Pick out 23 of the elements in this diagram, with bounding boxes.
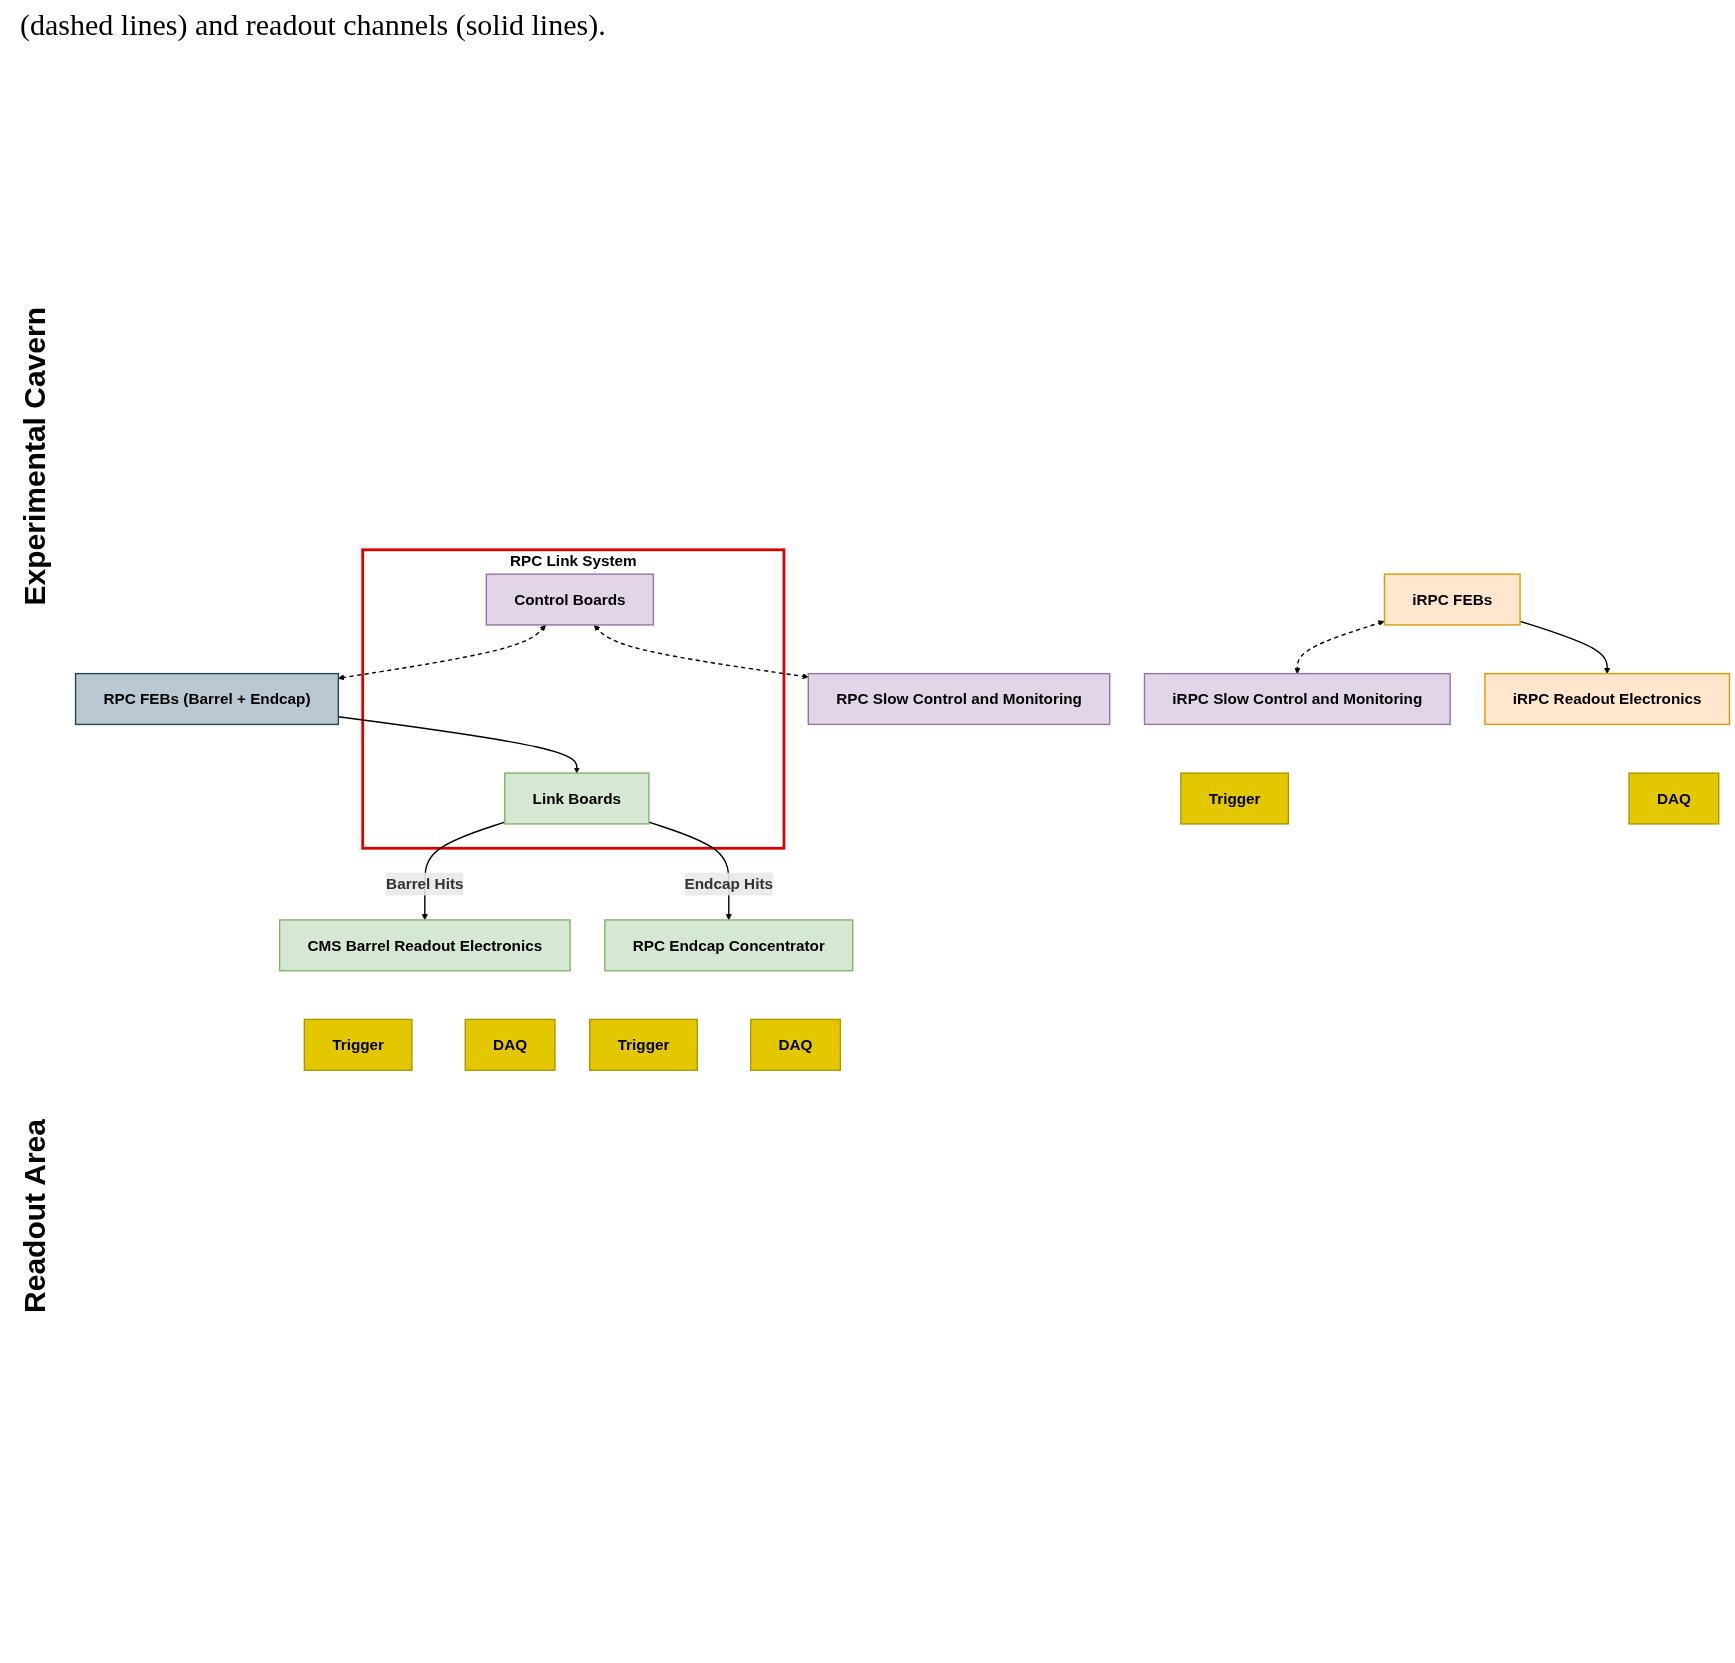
caption: (dashed lines) and readout channels (solid lines). [19, 7, 607, 43]
node-box: iRPC FEBs [1383, 573, 1521, 626]
node-box: iRPC Readout Electronics [1484, 672, 1731, 726]
node-box: Control Boards [485, 573, 655, 626]
node-box: RPC Slow Control and Monitoring [807, 672, 1111, 726]
node-box: Link Boards [504, 772, 650, 825]
node-box: CMS Barrel Readout Electronics [278, 919, 571, 972]
arrow [338, 624, 546, 681]
arrow [1294, 620, 1385, 674]
node-box: Trigger [1180, 772, 1290, 825]
edge-label: Endcap Hits [684, 875, 774, 893]
edge-label: Barrel Hits [386, 875, 464, 893]
area-label: Readout Area [18, 1119, 52, 1314]
node-box: Trigger [303, 1018, 413, 1071]
node-box: RPC FEBs (Barrel + Endcap) [74, 672, 340, 726]
node-box: DAQ [464, 1018, 556, 1071]
node-box: RPC Endcap Concentrator [604, 919, 854, 972]
area-label: Experimental Cavern [18, 306, 52, 606]
node-box: DAQ [1628, 772, 1720, 825]
node-box: Trigger [589, 1018, 698, 1071]
node-box: iRPC Slow Control and Monitoring [1143, 672, 1451, 726]
node-box: DAQ [749, 1018, 842, 1071]
arrow [593, 624, 809, 680]
